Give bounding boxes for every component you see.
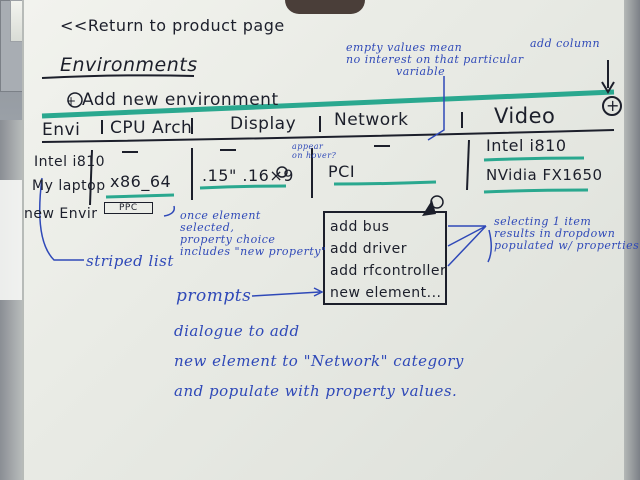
- whiteboard: <<Return to product page Environments Ad…: [22, 0, 639, 480]
- cpu-value[interactable]: x86_64: [110, 172, 172, 191]
- back-link[interactable]: <<Return to product page: [60, 16, 285, 35]
- network-value[interactable]: PCI: [328, 162, 356, 181]
- column-video: Video: [494, 104, 556, 128]
- dropdown-item[interactable]: add rfcontroller: [330, 263, 447, 279]
- env-item[interactable]: My laptop: [32, 178, 106, 194]
- plus-icon[interactable]: +: [66, 94, 77, 108]
- env-item[interactable]: Intel i810: [34, 154, 106, 170]
- note-appear-on-hover: appear on hover?: [292, 142, 337, 160]
- note-dialogue: dialogue to add new element to "Network"…: [174, 322, 464, 400]
- video-value[interactable]: NVidia FX1650: [486, 166, 603, 184]
- column-env: Envi: [42, 120, 81, 140]
- cpu-badge[interactable]: PPC: [104, 202, 153, 214]
- dropdown-item[interactable]: add driver: [330, 241, 407, 257]
- video-value[interactable]: Intel i810: [486, 136, 567, 155]
- window: [0, 180, 22, 300]
- note-add-column: add column: [530, 37, 601, 50]
- dropdown-item[interactable]: new element...: [330, 285, 442, 301]
- note-once-element: once element selected, property choice i…: [180, 209, 327, 258]
- hand: [285, 0, 365, 14]
- column-network: Network: [334, 110, 409, 130]
- add-environment-link[interactable]: Add new environment: [82, 90, 279, 110]
- add-column-icon[interactable]: +: [606, 96, 620, 115]
- column-display: Display: [230, 114, 297, 134]
- marker-strokes: [38, 60, 622, 305]
- dropdown-item[interactable]: add bus: [330, 219, 390, 235]
- environments-title: Environments: [60, 54, 198, 76]
- note-striped-list: striped list: [86, 252, 174, 270]
- note-selecting-item: selecting 1 item results in dropdown pop…: [494, 215, 640, 252]
- note-empty-values: empty values mean no interest on that pa…: [346, 41, 524, 78]
- display-value[interactable]: .15" .16×9: [202, 166, 294, 185]
- column-cpu: CPU Arch: [110, 118, 193, 138]
- note-prompts: prompts: [176, 286, 252, 306]
- dropdown-menu: add bus add driver add rfcontroller new …: [330, 216, 446, 304]
- env-item[interactable]: new Envir: [24, 206, 98, 222]
